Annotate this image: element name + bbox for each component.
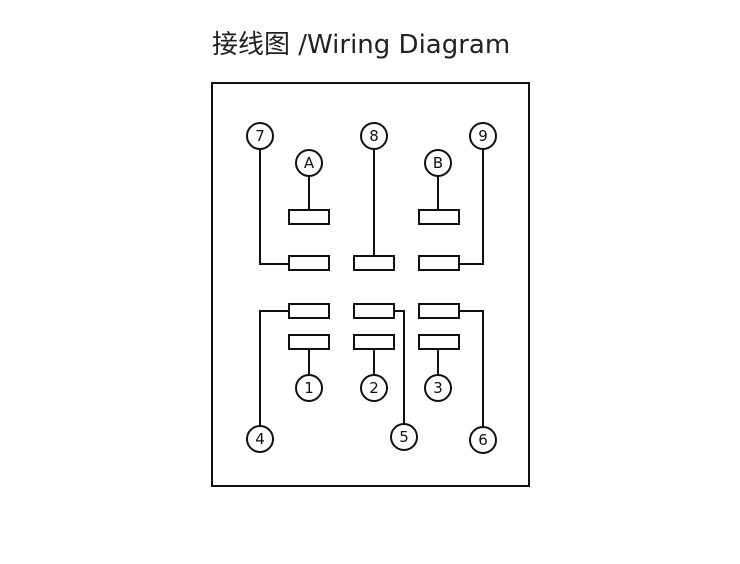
terminal-9-label: 9 [478,127,488,145]
contact-6 [418,303,460,319]
diagram-title: 接线图 /Wiring Diagram [212,30,511,60]
relay-outline [211,82,530,487]
terminal-9: 9 [469,122,497,150]
terminal-8-label: 8 [369,127,379,145]
terminal-2: 2 [360,374,388,402]
terminal-5: 5 [390,423,418,451]
terminal-8: 8 [360,122,388,150]
terminal-7: 7 [246,122,274,150]
contact-7 [288,255,330,271]
contact-5 [353,303,395,319]
terminal-3: 3 [424,374,452,402]
terminal-6-label: 6 [478,431,488,449]
contact-2 [353,334,395,350]
terminal-3-label: 3 [433,379,443,397]
terminal-1: 1 [295,374,323,402]
terminal-A: A [295,149,323,177]
contact-B [418,209,460,225]
contact-9 [418,255,460,271]
terminal-A-label: A [304,154,315,172]
wire-7 [259,149,289,265]
wire-4 [259,310,289,425]
terminal-B: B [424,149,452,177]
wire-9 [459,149,484,265]
contact-4 [288,303,330,319]
terminal-1-label: 1 [304,379,314,397]
contact-3 [418,334,460,350]
contact-A [288,209,330,225]
terminal-6: 6 [469,426,497,454]
terminal-7-label: 7 [255,127,265,145]
wire-6 [459,310,484,426]
contact-1 [288,334,330,350]
terminal-5-label: 5 [399,428,409,446]
terminal-B-label: B [433,154,443,172]
wire-5 [394,310,405,424]
terminal-2-label: 2 [369,379,379,397]
terminal-4: 4 [246,425,274,453]
wires [259,149,484,426]
contacts [288,209,460,350]
contact-8 [353,255,395,271]
terminal-4-label: 4 [255,430,265,448]
